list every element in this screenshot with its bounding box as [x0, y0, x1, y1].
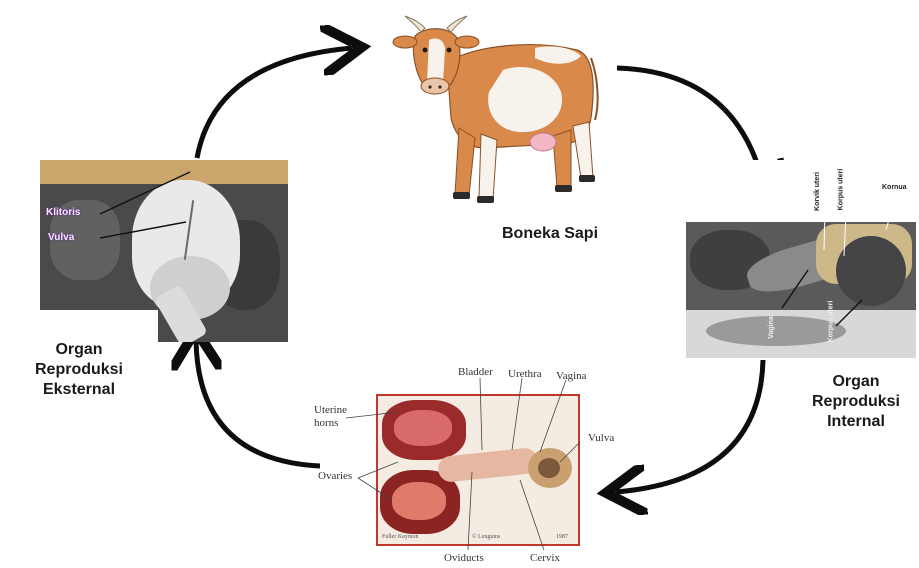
vagina-label-specimen: Vagina [556, 370, 587, 383]
bladder-label: Bladder [458, 366, 493, 379]
ovaries-label: Ovaries [318, 470, 352, 483]
vulva-label-specimen: Vulva [588, 432, 614, 445]
cervix-label: Cervix [530, 552, 560, 565]
uterine-horns-label: Uterine horns [314, 404, 347, 429]
oviducts-label: Oviducts [444, 552, 484, 565]
urethra-label: Urethra [508, 368, 542, 381]
